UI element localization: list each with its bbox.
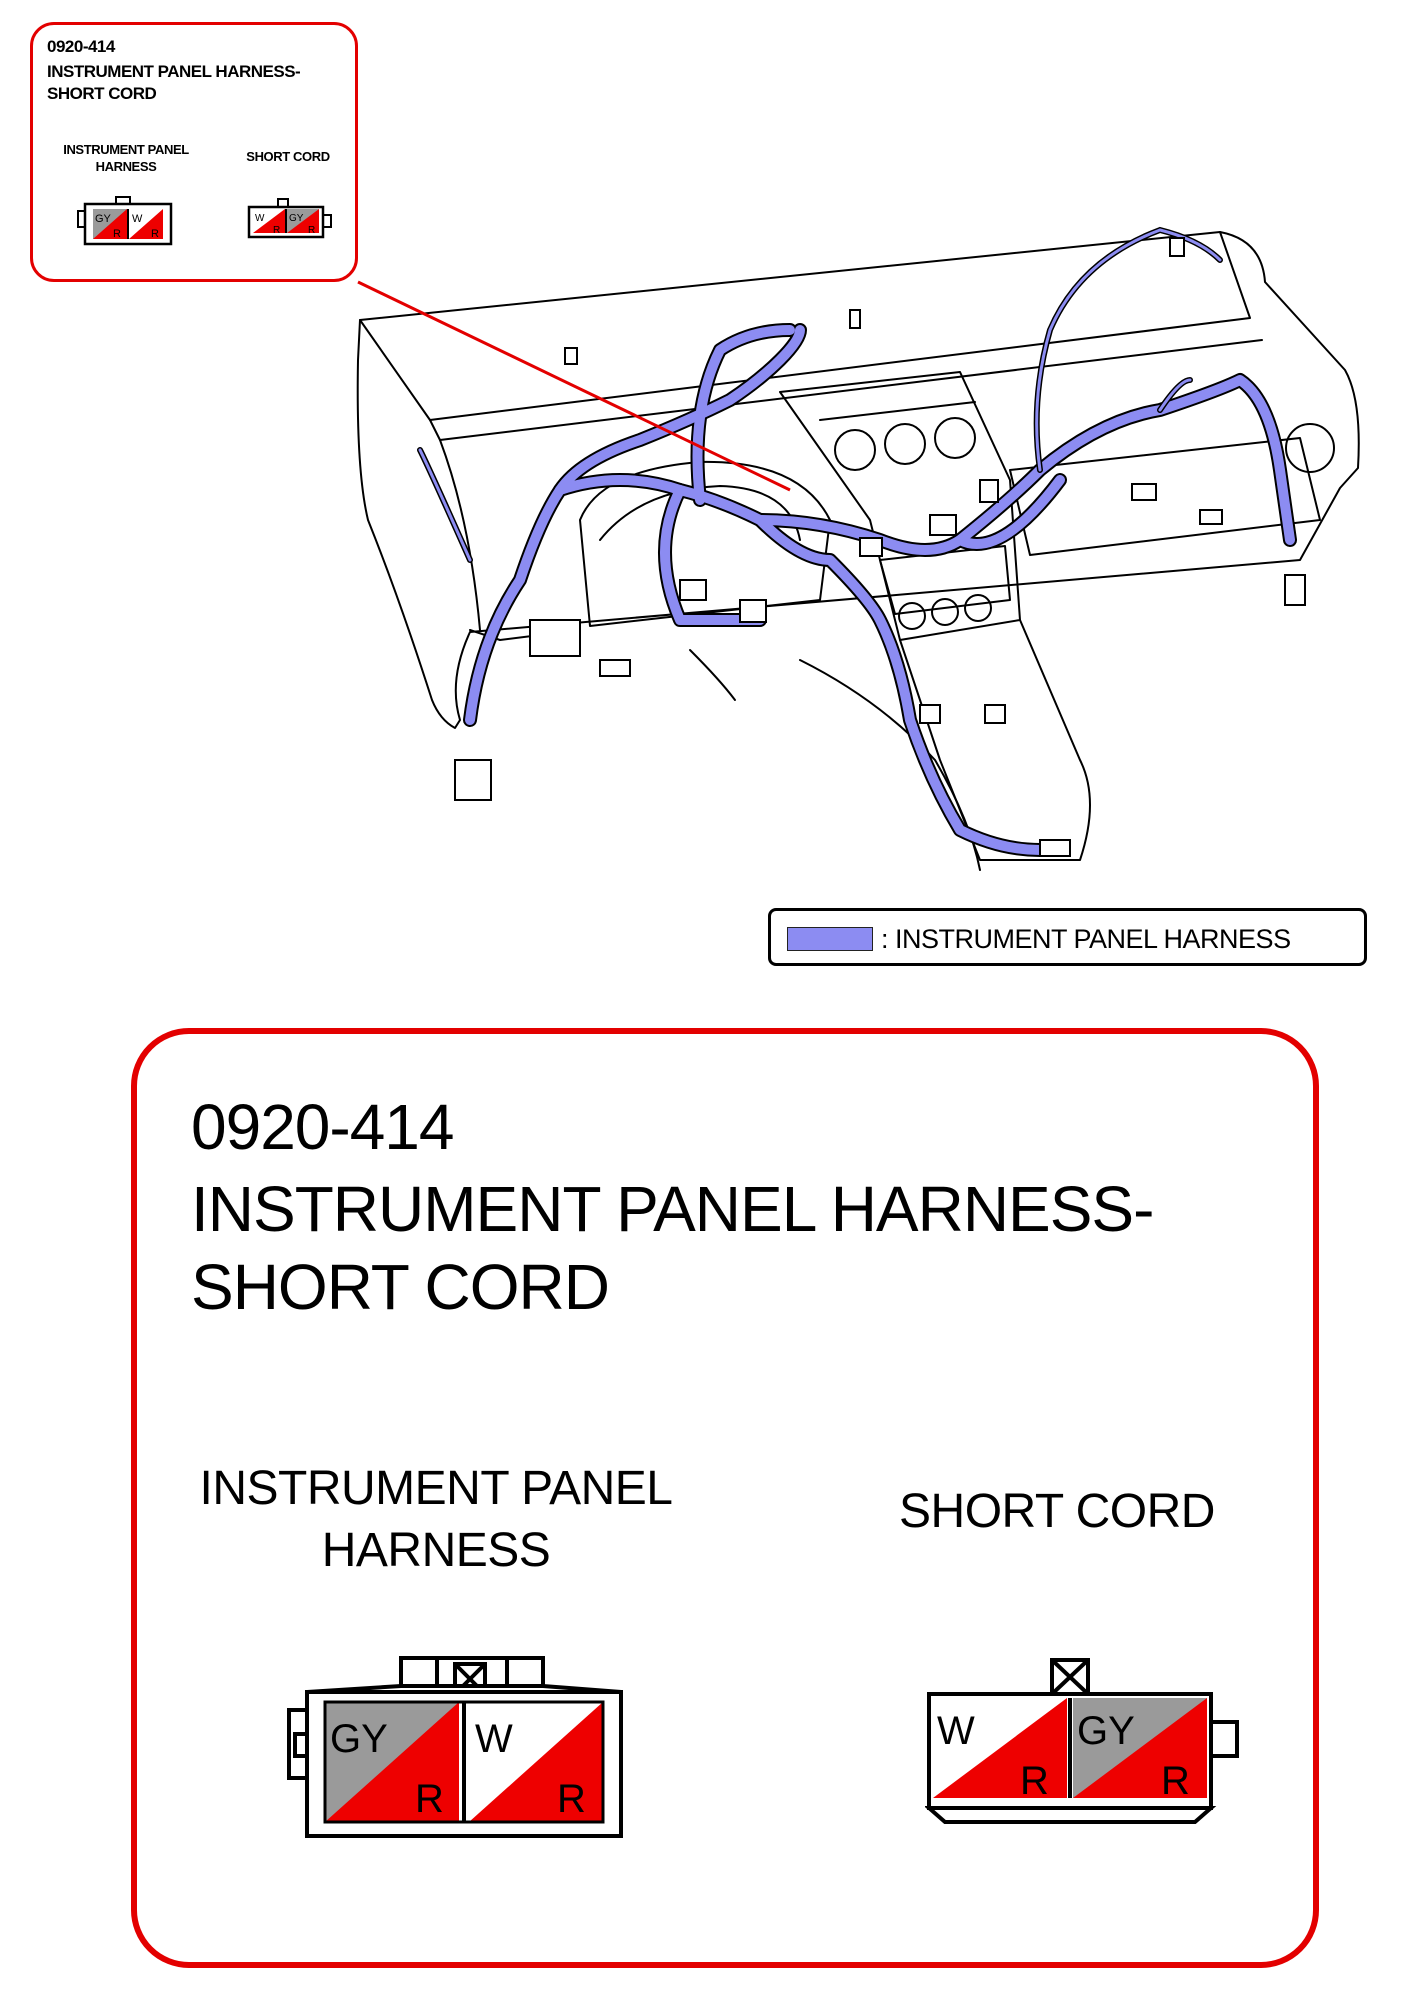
large-short-cord-cell-1-top: W (937, 1709, 975, 1753)
small-harness-cell-1-bottom: R (113, 228, 121, 240)
large-harness-connector: GY R W R (287, 1656, 623, 1838)
large-harness-cell-2-top: W (475, 1717, 513, 1761)
large-short-cord-cell-2-top: GY (1077, 1709, 1135, 1753)
small-harness-cell-2-top: W (132, 213, 143, 225)
small-harness-cell-2-bottom: R (151, 228, 159, 240)
small-callout: 0920-414 INSTRUMENT PANEL HARNESS-SHORT … (30, 22, 358, 282)
large-short-cord-cell-2-bottom: R (1161, 1759, 1190, 1803)
large-callout-title: INSTRUMENT PANEL HARNESS-SHORT CORD (191, 1173, 1154, 1323)
large-short-cord-cell-1-bottom: R (1020, 1759, 1049, 1803)
large-harness-cell-2-bottom: R (557, 1777, 586, 1821)
small-harness-cell-1-top: GY (95, 213, 112, 225)
large-harness-cell-1-bottom: R (415, 1777, 444, 1821)
small-short-cord-connector: W R GY R (247, 198, 332, 239)
legend-text: : INSTRUMENT PANEL HARNESS (881, 924, 1291, 954)
dashboard-illustration (356, 226, 1360, 871)
small-callout-code: 0920-414 (47, 37, 115, 56)
large-callout-label-harness: INSTRUMENT PANEL HARNESS (199, 1462, 673, 1577)
small-short-cord-cell-2-bottom: R (308, 225, 315, 236)
legend: : INSTRUMENT PANEL HARNESS (768, 908, 1367, 966)
large-callout-code: 0920-414 (191, 1091, 454, 1163)
legend-swatch (787, 927, 873, 951)
large-callout: 0920-414 INSTRUMENT PANEL HARNESS-SHORT … (131, 1028, 1319, 1968)
large-short-cord-connector: W R GY R (925, 1658, 1239, 1824)
small-harness-connector: GY R W R (77, 196, 173, 246)
small-short-cord-cell-1-top: W (255, 213, 265, 224)
small-callout-label-harness: INSTRUMENT PANEL HARNESS (63, 142, 189, 174)
small-short-cord-cell-2-top: GY (289, 213, 304, 224)
small-callout-label-short-cord: SHORT CORD (246, 149, 330, 164)
small-callout-title: INSTRUMENT PANEL HARNESS-SHORT CORD (47, 62, 301, 103)
large-callout-label-short-cord: SHORT CORD (899, 1485, 1215, 1538)
small-short-cord-cell-1-bottom: R (273, 225, 280, 236)
large-harness-cell-1-top: GY (330, 1717, 388, 1761)
